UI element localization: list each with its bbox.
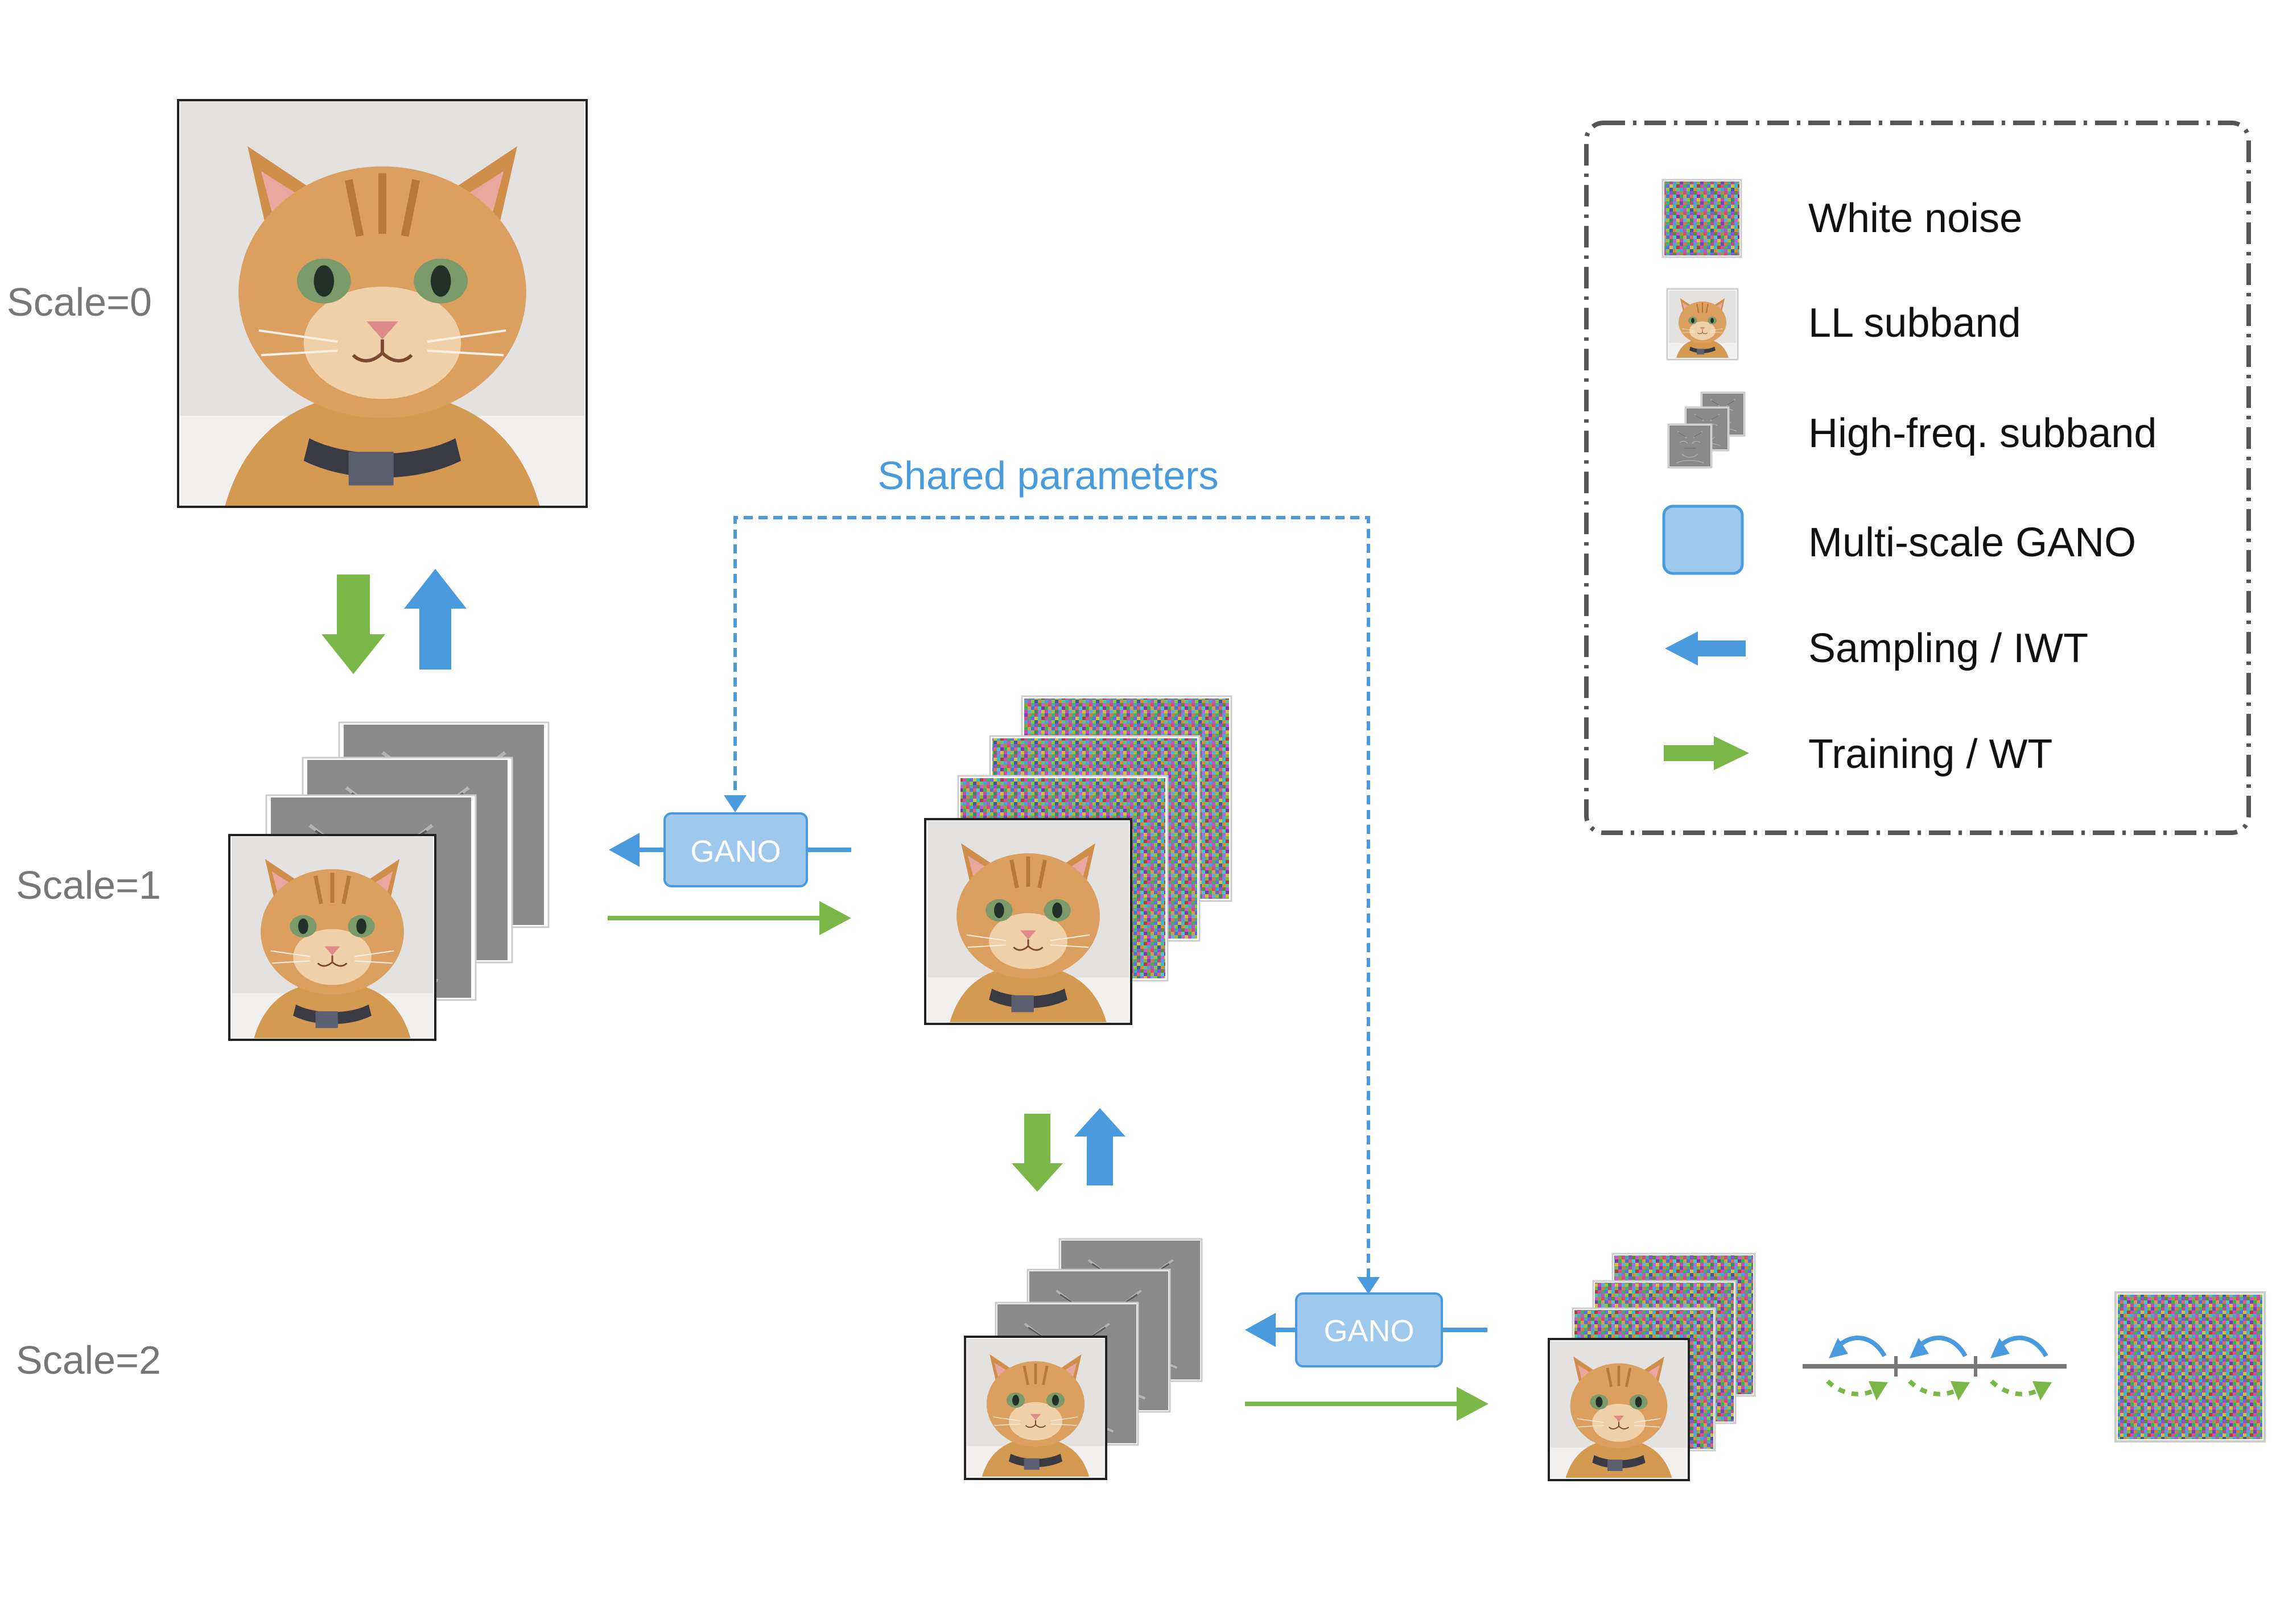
- blue-up-arrow-0-1: [404, 569, 467, 670]
- final-white-noise: [2114, 1291, 2266, 1443]
- ll-subband: [964, 1336, 1107, 1480]
- gano-label: GANO: [690, 834, 781, 869]
- legend-label: White noise: [1808, 196, 2022, 241]
- gano-box-icon: [1662, 505, 1744, 575]
- blue-up-arrow-1-2: [1074, 1108, 1125, 1185]
- legend: White noise LL subband High-freq. subban…: [1584, 121, 2251, 835]
- scale-label-1: Scale=1: [16, 863, 161, 907]
- legend-label: Training / WT: [1808, 732, 2052, 777]
- gano-block-scale2: GANO: [1295, 1292, 1443, 1367]
- green-down-arrow-1-2: [1012, 1114, 1063, 1192]
- gano-block-scale1: GANO: [663, 812, 808, 887]
- legend-label: LL subband: [1808, 300, 2021, 346]
- training-arrow-scale2: [1245, 1387, 1489, 1421]
- scale-label-2: Scale=2: [16, 1338, 161, 1382]
- scale0-cat-image: [177, 99, 588, 508]
- green-down-arrow-0-1: [321, 575, 385, 674]
- scale1-noise-stack: [924, 695, 1232, 1025]
- shared-parameters-label: Shared parameters: [877, 453, 1218, 498]
- training-arrow-scale1: [608, 901, 851, 935]
- shared-parameters-connector: [724, 516, 1380, 1294]
- ll-subband: [924, 818, 1132, 1025]
- high-freq-subband-icon: [1667, 391, 1746, 469]
- iteration-chain: [1803, 1335, 2067, 1400]
- ll-subband: [1548, 1338, 1690, 1481]
- legend-label: High-freq. subband: [1808, 411, 2157, 456]
- scale-label-0: Scale=0: [7, 280, 152, 324]
- green-arrow-icon: [1664, 736, 1749, 770]
- gano-label: GANO: [1323, 1314, 1414, 1348]
- white-noise-icon: [1661, 179, 1742, 258]
- scale1-subband-stack: [228, 721, 550, 1041]
- legend-label: Multi-scale GANO: [1808, 520, 2136, 565]
- sampling-arrow-scale1: [609, 833, 851, 867]
- ll-subband: [228, 834, 436, 1041]
- scale2-noise-stack: [1548, 1253, 1756, 1481]
- ll-subband-icon: [1666, 288, 1739, 361]
- legend-label: Sampling / IWT: [1808, 626, 2088, 671]
- sampling-arrow-scale2: [1245, 1313, 1487, 1347]
- scale2-subband-stack: [964, 1238, 1203, 1480]
- blue-arrow-icon: [1665, 631, 1746, 666]
